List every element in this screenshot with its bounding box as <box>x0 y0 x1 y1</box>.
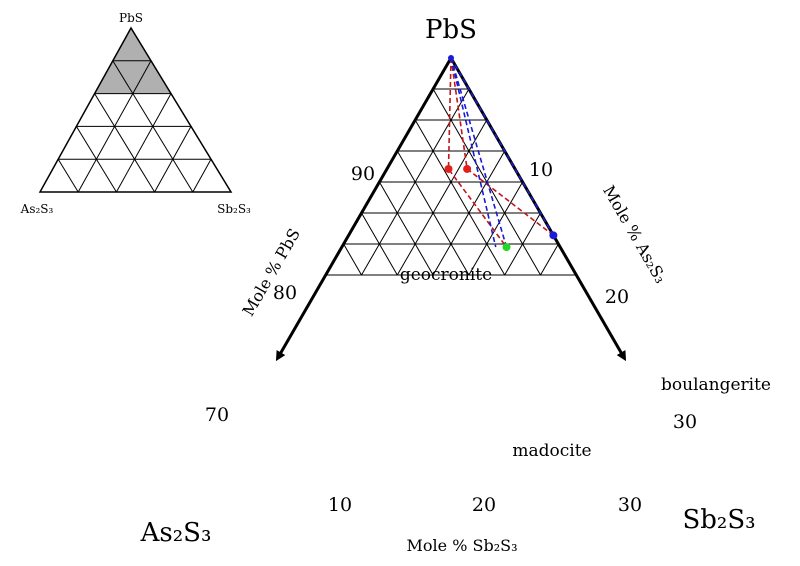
geocronite-point <box>444 164 453 173</box>
tick-left-70: 70 <box>205 404 229 426</box>
boulangerite-point <box>549 231 558 240</box>
tick-right-20: 20 <box>605 286 629 308</box>
axis-label-sb2s3: Mole % Sb₂S₃ <box>407 536 518 555</box>
pbs-apex-point <box>448 55 454 61</box>
madocite-point <box>502 243 511 252</box>
label-madocite: madocite <box>512 441 591 461</box>
grid-line-as2s3 <box>343 243 362 276</box>
grid-line-as2s3 <box>414 119 506 276</box>
inset-label-sb2s3: Sb₂S₃ <box>217 202 251 216</box>
tie-line <box>450 57 508 248</box>
grid-line-as2s3 <box>378 181 434 276</box>
tick-bottom-30: 30 <box>618 494 642 516</box>
label-geocronite: geocronite <box>400 265 492 285</box>
grid-line-sb2s3 <box>396 119 488 276</box>
grid-line-sb2s3 <box>468 181 524 276</box>
tick-left-90: 90 <box>351 163 375 185</box>
left-edge-arrow <box>275 57 453 362</box>
inset-triangle-frame <box>38 26 233 193</box>
tick-right-10: 10 <box>529 159 553 181</box>
inset-grid <box>57 60 212 193</box>
inset-grid-line <box>94 93 156 193</box>
inset-grid-line <box>57 158 79 193</box>
tie-line <box>447 57 508 248</box>
grid-line-sb2s3 <box>361 88 470 276</box>
grid-line-sb2s3 <box>504 212 541 276</box>
inset-label-as2s3: As₂S₃ <box>20 202 54 216</box>
vertex-label-as2s3: As₂S₃ <box>140 518 212 548</box>
label-boulangerite: boulangerite <box>661 375 771 395</box>
axis-label-as2s3: Mole % As₂S₃ <box>599 182 670 286</box>
tick-bottom-20: 20 <box>472 494 496 516</box>
grid-line-sb2s3 <box>540 243 559 276</box>
tie-lines <box>447 57 555 248</box>
vertex-label-sb2s3: Sb₂S₃ <box>682 505 755 535</box>
inset-label-pbs: PbS <box>119 11 143 25</box>
tick-right-30: 30 <box>673 411 697 433</box>
inset-ternary: PbS As₂S₃ Sb₂S₃ <box>20 11 251 216</box>
tick-left-80: 80 <box>273 282 297 304</box>
data-points <box>444 55 558 252</box>
tie-line <box>450 57 497 248</box>
inset-grid-line <box>115 93 172 193</box>
composition-point <box>463 164 472 173</box>
main-ternary: PbS As₂S₃ Sb₂S₃ 90 80 70 10 20 30 10 20 … <box>140 15 771 555</box>
vertex-label-pbs: PbS <box>425 15 477 45</box>
axis-label-pbs: Mole % PbS <box>239 225 304 319</box>
inset-grid-line <box>192 158 212 193</box>
tick-bottom-10: 10 <box>328 494 352 516</box>
tie-line <box>450 57 555 236</box>
grid-line-sb2s3 <box>432 150 506 276</box>
